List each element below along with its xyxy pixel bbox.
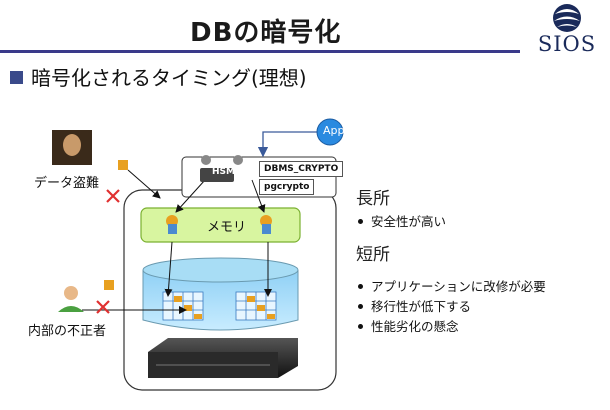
insider-label: 内部の不正者 [28,324,107,339]
pros-item: 安全性が高い [356,211,546,230]
pros-cons-panel: 長所 安全性が高い 短所 アプリケーションに改修が必要 移行性が低下する 性能劣… [356,184,546,336]
memory-to-left-table-arrow [164,241,173,297]
app-label: App [323,124,345,137]
key-icon-memory-left [166,215,178,234]
data-thief-label: データ盗難 [34,176,100,191]
hsm-label: HSM [212,167,235,177]
title-divider [0,50,520,53]
cons-heading: 短所 [356,245,390,265]
key-icon-memory-right [260,215,272,234]
blocked-cross-icon-insider [96,300,110,314]
page-title: DBの暗号化 [190,18,342,48]
logo-text: SIOS [537,32,597,56]
memory-label: メモリ [207,220,247,235]
hsm-device-icon [200,155,243,182]
thief-arrow [127,169,161,199]
title-bar: DBの暗号化 SIOS [0,0,610,58]
subtitle-text: 暗号化されるタイミング(理想) [31,66,307,90]
subtitle-bullet [10,71,23,84]
memory-box [140,207,301,243]
blocked-cross-icon-thief [106,189,120,203]
cons-item: 移行性が低下する [356,296,546,315]
pgcrypto-label: pgcrypto [259,179,315,195]
dbms-crypto-label: DBMS_CRYPTO [259,161,344,177]
subtitle: 暗号化されるタイミング(理想) [10,62,307,91]
key-lock-icon-insider [104,280,114,290]
app-icon [316,118,344,146]
sios-logo: SIOS [527,0,607,58]
cons-item: 性能劣化の懸念 [356,316,546,335]
key-lock-icon-thief [118,160,128,170]
pros-heading: 長所 [356,189,390,209]
logo-mark-icon [553,4,581,32]
hsm-to-memory-left-arrow [175,179,206,213]
encrypted-cell-icons [174,296,275,319]
insider-avatar-icon [64,286,78,300]
cons-item: アプリケーションに改修が必要 [356,276,546,295]
hsm-to-memory-right-arrow [251,179,266,213]
database-top [142,257,299,283]
app-connector [257,131,320,158]
